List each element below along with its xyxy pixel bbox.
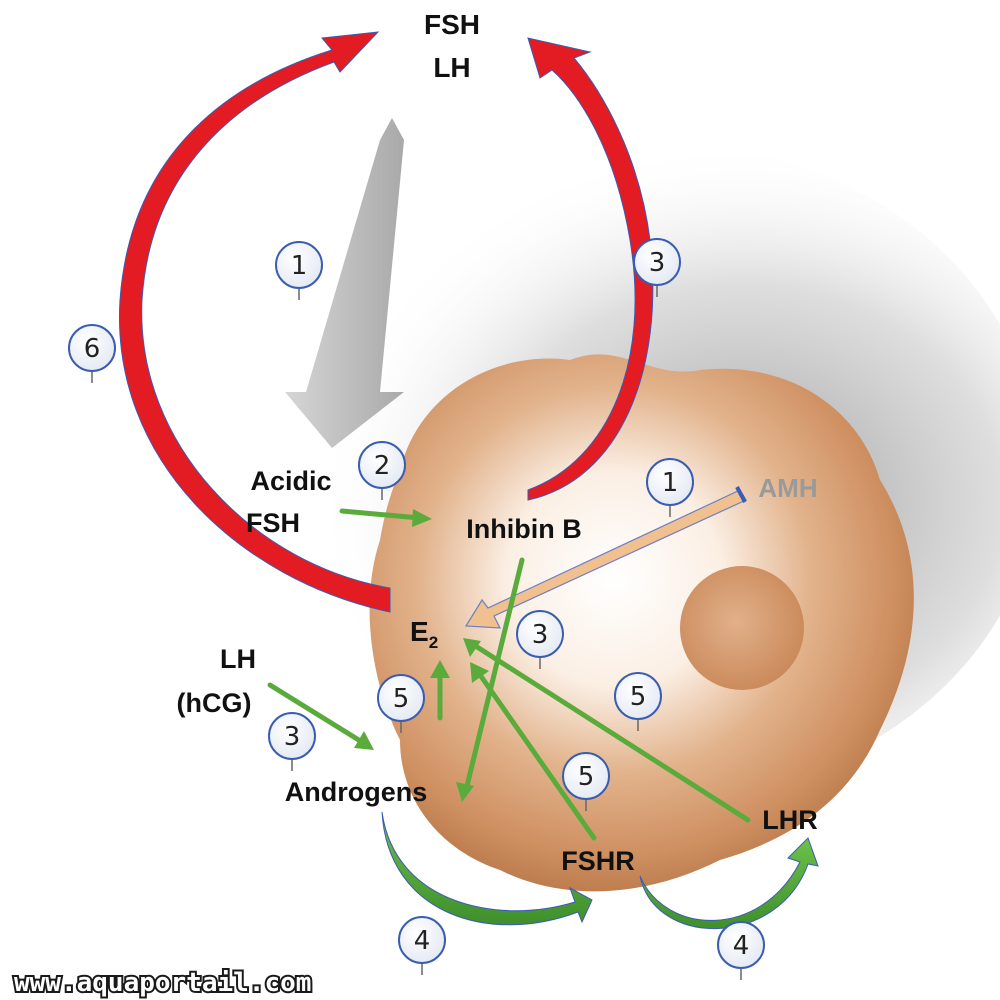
- svg-text:3: 3: [532, 620, 549, 650]
- step-markers: 1 3 6 2 1 3 5: [68, 238, 765, 980]
- step-marker-5-mid: 5: [562, 752, 610, 811]
- label-acidic: Acidic: [250, 466, 331, 496]
- svg-text:1: 1: [291, 251, 308, 281]
- label-androgens: Androgens: [285, 777, 428, 807]
- svg-text:5: 5: [393, 684, 410, 714]
- watermark: www.aquaportail.com: [14, 968, 311, 998]
- arrowhead-e2-up: [430, 660, 450, 678]
- arrow-fshr-to-e2: [475, 669, 597, 841]
- label-lh-left: LH: [220, 644, 256, 674]
- step-marker-5-right: 5: [614, 672, 662, 731]
- label-e2-sub: 2: [429, 633, 438, 652]
- curve-arrow-fshr-lhr: [639, 837, 819, 930]
- grey-arrow: [285, 118, 404, 448]
- cell-nucleus: [680, 566, 804, 690]
- feedback-arrow-left: [118, 31, 391, 613]
- step-marker-5-left: 5: [377, 674, 425, 733]
- svg-text:5: 5: [630, 682, 647, 712]
- step-marker-1-amh: 1: [646, 458, 694, 517]
- arrow-lhr-to-e2: [471, 642, 751, 823]
- svg-text:2: 2: [374, 451, 391, 481]
- feedback-arrow-right: [527, 37, 654, 501]
- svg-text:4: 4: [414, 926, 431, 956]
- svg-text:4: 4: [733, 931, 750, 961]
- amh-arrow: [464, 489, 747, 629]
- stimulation-arrowheads: [354, 509, 489, 802]
- arrowhead-lhr: [463, 638, 481, 657]
- arrow-inhibin-to-androgens: [463, 557, 525, 793]
- svg-text:5: 5: [578, 762, 595, 792]
- label-lh-top: LH: [433, 52, 470, 83]
- label-lhr: LHR: [762, 805, 818, 835]
- step-marker-2: 2: [358, 441, 406, 500]
- label-fsh-top: FSH: [424, 9, 480, 40]
- label-inhibin-b: Inhibin B: [466, 514, 581, 544]
- label-amh: AMH: [758, 473, 817, 503]
- arrowhead-androgens: [456, 782, 474, 802]
- label-e2: E2: [410, 616, 438, 652]
- label-hcg: (hCG): [177, 688, 252, 718]
- label-acidic-fsh: FSH: [246, 508, 300, 538]
- step-marker-3-left: 3: [268, 712, 316, 771]
- stimulation-arrows: [267, 508, 751, 841]
- arrowhead-fshr: [470, 662, 489, 683]
- step-marker-3-top: 3: [633, 238, 681, 297]
- label-fshr: FSHR: [561, 846, 635, 876]
- svg-text:3: 3: [649, 248, 666, 278]
- arrowhead-lh: [354, 731, 374, 750]
- arrow-acidic-to-inhibin: [339, 508, 423, 521]
- amh-arrow-tip: [735, 486, 747, 503]
- svg-text:3: 3: [284, 722, 301, 752]
- svg-text:6: 6: [84, 334, 101, 364]
- step-marker-4-right: 4: [717, 921, 765, 980]
- curve-arrow-androgens-fshr: [381, 811, 593, 926]
- step-marker-1-grey: 1: [275, 241, 323, 300]
- step-marker-3-mid: 3: [516, 610, 564, 669]
- svg-text:1: 1: [662, 468, 679, 498]
- arrow-lh-to-androgens: [267, 682, 365, 745]
- step-marker-6: 6: [68, 324, 116, 383]
- follicle-cell: [369, 354, 914, 892]
- label-e2-main: E: [410, 616, 429, 647]
- arrowhead-inhibin: [412, 509, 432, 527]
- step-marker-4-left: 4: [398, 916, 446, 975]
